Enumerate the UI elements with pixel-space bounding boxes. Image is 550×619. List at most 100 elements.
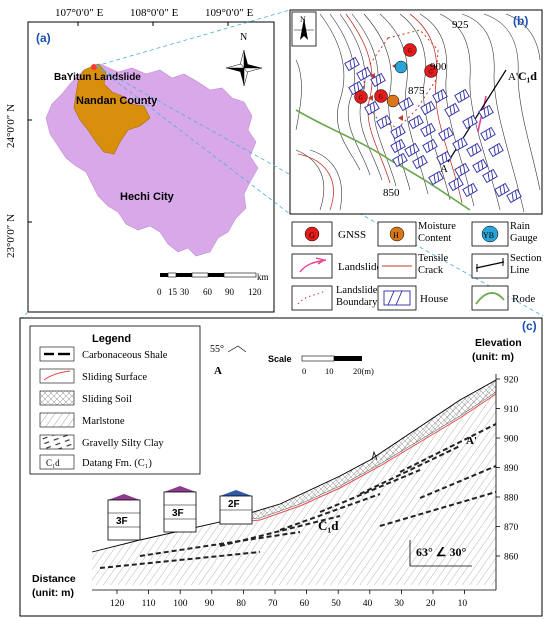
road-icon — [475, 292, 505, 305]
contour-850: 850 — [383, 187, 400, 199]
gnss-markers: G G G G — [354, 43, 438, 104]
distance-tick-label: 80 — [236, 599, 246, 609]
house-symbol — [482, 168, 498, 184]
section-a-c: A — [214, 365, 222, 377]
gnss-marker — [374, 89, 388, 103]
elevation-tick-label: 900 — [504, 435, 519, 445]
legend-rain-gauge: Rain Gauge — [510, 221, 538, 244]
house-symbol — [420, 100, 436, 116]
legend-c-datang: Datang Fm. (C₁) — [82, 458, 152, 469]
scale-c-black — [334, 356, 362, 361]
elevation-tick-label: 880 — [504, 494, 519, 504]
gravelly-silty-clay-icon — [39, 434, 75, 450]
contour-925: 925 — [452, 19, 469, 31]
sliding-soil-icon — [39, 390, 75, 406]
contour-900: 900 — [430, 61, 447, 73]
legend-c-sliding-surface: Sliding Surface — [82, 372, 147, 383]
distance-tick-label: 20 — [426, 599, 436, 609]
elevation-tick-label: 870 — [504, 523, 519, 533]
house-symbol — [462, 114, 478, 130]
scale-unit: km — [257, 272, 269, 282]
house-symbol — [472, 158, 488, 174]
gnss-marker-letter: G — [408, 49, 413, 55]
rain-icon-letter: YB — [483, 231, 494, 240]
gnss-marker-letter: G — [359, 96, 364, 102]
elevation-tick-label: 860 — [504, 553, 519, 563]
house-symbol — [392, 152, 408, 168]
landslide-label: BaYitun Landslide — [54, 72, 141, 83]
house-label-3: 2F — [228, 499, 240, 510]
house-symbol — [428, 170, 444, 186]
house-symbol — [452, 136, 468, 152]
city-label: Hechi City — [120, 191, 175, 203]
house-symbol — [376, 114, 392, 130]
house-symbol — [404, 142, 420, 158]
coord-top-2: 108°0′0″ E — [130, 7, 179, 19]
house-symbol — [412, 154, 428, 170]
house-symbol — [422, 138, 438, 154]
panel-a: (a) 107°0′0″ E 108°0′0″ E 109°0′0″ E 24°… — [5, 7, 275, 313]
scale-c-20: 20(m) — [353, 366, 374, 376]
house-symbol — [370, 72, 386, 88]
gnss-marker-letter: G — [429, 70, 434, 76]
house-symbol — [356, 66, 372, 82]
house-symbol — [462, 182, 478, 198]
distance-tick-label: 70 — [268, 599, 278, 609]
section-a-prime-c: A' — [466, 435, 477, 447]
house-symbol — [506, 188, 522, 204]
legend-gnss: GNSS — [338, 229, 366, 241]
distance-tick-label: 100 — [173, 599, 188, 609]
rain-gauge-icon — [481, 225, 499, 243]
section-a-prime: A' — [508, 71, 518, 83]
scale-tick-120: 120 — [248, 287, 262, 297]
scale-c-white — [301, 355, 335, 362]
legend-landslide-boundary: Landslide Boundary — [336, 285, 378, 308]
section-line-icon — [475, 258, 505, 272]
strata-label-b: C₁d — [518, 69, 537, 83]
house-symbol — [494, 182, 510, 198]
house-symbol — [454, 88, 470, 104]
houses — [344, 56, 522, 204]
house-symbol — [466, 142, 482, 158]
gnss-marker — [424, 64, 438, 78]
house-symbol — [390, 124, 406, 140]
house-symbol — [436, 150, 452, 166]
north-arrow-icon — [225, 49, 263, 87]
house-symbol — [398, 96, 414, 112]
coord-top-3: 109°0′0″ E — [205, 7, 254, 19]
road-line — [295, 109, 471, 211]
house-symbol — [364, 100, 380, 116]
panel-a-label: (a) — [36, 31, 51, 45]
house-symbol — [432, 88, 448, 104]
distance-tick-label: 90 — [205, 599, 215, 609]
moisture-icon-letter: H — [393, 231, 399, 240]
distance-tick-label: 30 — [394, 599, 404, 609]
panel-b-frame — [289, 9, 543, 215]
house-symbol — [408, 114, 424, 130]
scale-tick-30: 30 — [180, 287, 190, 297]
house-symbol — [438, 126, 454, 142]
legend-c-marlstone: Marlstone — [82, 416, 125, 427]
legend-c-shale: Carbonaceous Shale — [82, 350, 168, 361]
marlstone-icon — [39, 412, 75, 428]
legend-house: House — [420, 293, 448, 305]
sliding-surface-icon — [39, 368, 75, 384]
legend-section-line: Section Line — [510, 253, 542, 276]
distance-tick-label: 120 — [110, 599, 125, 609]
north-label: N — [240, 32, 247, 43]
datang-fm-icon — [39, 454, 75, 470]
coord-left-2: 23°0′0″ N — [5, 214, 17, 258]
legend-b: G GNSS H Moisture Content YB Rain Gauge … — [291, 221, 542, 311]
house-icon — [383, 290, 411, 306]
distance-tick-label: 110 — [142, 599, 156, 609]
gnss-marker-letter: G — [379, 95, 384, 101]
house-symbol — [448, 176, 464, 192]
gnss-marker — [354, 90, 368, 104]
house-symbol — [454, 162, 470, 178]
house-label-2: 3F — [172, 508, 184, 519]
house-symbol — [480, 126, 496, 142]
coord-left-1: 24°0′0″ N — [5, 104, 17, 148]
